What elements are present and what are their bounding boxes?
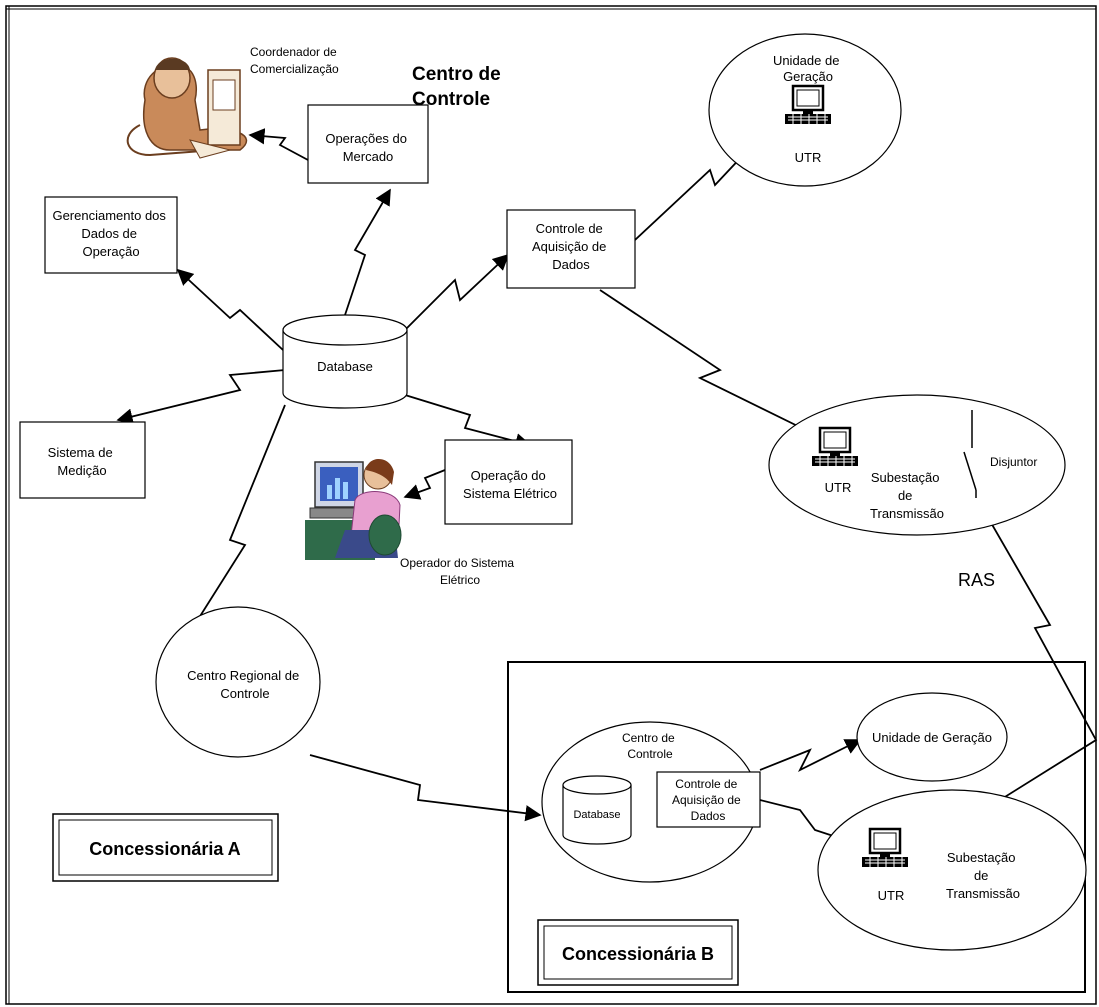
concessionaria-b-label: Concessionária B xyxy=(562,944,714,964)
operador-label: Operador do Sistema Elétrico xyxy=(400,556,517,587)
outer-frame xyxy=(5,5,1097,1005)
controle-aquisicao-box xyxy=(506,209,636,289)
computer-icon xyxy=(860,827,910,869)
coordenador-figure xyxy=(126,57,248,159)
operacao-sistema-box xyxy=(444,439,573,525)
sistema-medicao-box xyxy=(19,421,146,499)
database-cylinder xyxy=(282,314,408,409)
operacoes-mercado-box xyxy=(307,104,429,184)
b-database-cylinder xyxy=(562,775,632,845)
operacao-sistema-label: Operação do Sistema Elétrico xyxy=(463,468,557,501)
b-controle-aquisicao-box xyxy=(656,771,761,828)
sistema-medicao-label: Sistema de Medição xyxy=(48,445,117,478)
coordenador-label: Coordenador de Comercialização xyxy=(250,45,340,76)
unidade-geracao-label: Unidade de Geração xyxy=(773,53,843,84)
database-label: Database xyxy=(317,359,373,374)
b-subestacao-ellipse xyxy=(817,789,1087,951)
b-database-label: Database xyxy=(573,809,620,821)
disjuntor-switch xyxy=(963,410,977,498)
operador-figure xyxy=(305,458,402,560)
b-unidade-geracao-ellipse xyxy=(856,692,1008,782)
computer-icon xyxy=(783,84,833,126)
centro-regional-ellipse xyxy=(155,606,321,758)
b-utr-label: UTR xyxy=(878,888,905,903)
link-b-controle-geracao xyxy=(759,739,862,773)
link-controle-subestacao xyxy=(599,289,822,438)
concessionaria-a-box xyxy=(52,813,279,882)
link-regional-b xyxy=(309,754,542,822)
concessionaria-a-label: Concessionária A xyxy=(89,839,240,859)
b-unidade-geracao-label: Unidade de Geração xyxy=(872,730,992,745)
concessionaria-b-region xyxy=(507,661,1086,993)
operacoes-mercado-label: Operações do Mercado xyxy=(325,131,410,164)
utr-top-label: UTR xyxy=(795,150,822,165)
link-mercado-coordenador xyxy=(248,128,309,161)
link-db-gerenciamento xyxy=(176,268,284,351)
b-subestacao-label: Subestação de Transmissão xyxy=(946,850,1020,901)
gerenciamento-box xyxy=(44,196,178,274)
page-title-line2: Controle xyxy=(412,89,490,110)
disjuntor-label: Disjuntor xyxy=(990,455,1037,469)
concessionaria-b-box xyxy=(537,919,739,986)
link-db-mercado xyxy=(344,188,391,316)
ras-label: RAS xyxy=(958,570,995,590)
computer-icon xyxy=(810,426,860,468)
link-db-operacao xyxy=(404,394,532,450)
link-db-regional xyxy=(184,404,286,642)
link-db-medicao xyxy=(116,369,286,425)
controle-aquisicao-label: Controle de Aquisição de Dados xyxy=(532,221,610,272)
link-operacao-operador xyxy=(403,469,446,500)
b-controle-aquisicao-label: Controle de Aquisição de Dados xyxy=(672,777,744,823)
page-title-line1: Centro de xyxy=(412,64,501,85)
centro-regional-label: Centro Regional de Controle xyxy=(187,668,303,701)
gerenciamento-label: Gerenciamento dos Dados de Operação xyxy=(52,208,169,259)
b-centro-controle-label: Centro de Controle xyxy=(622,731,678,761)
link-db-controle xyxy=(404,253,510,331)
utr-subestacao-label: UTR xyxy=(825,480,852,495)
subestacao-label: Subestação de Transmissão xyxy=(870,470,944,521)
